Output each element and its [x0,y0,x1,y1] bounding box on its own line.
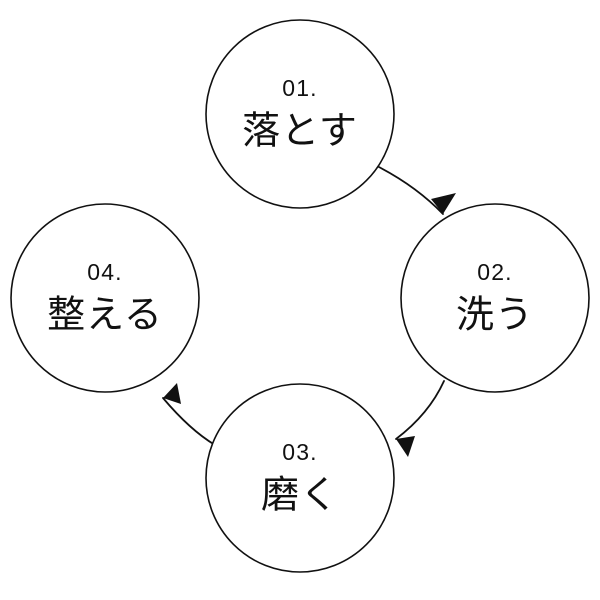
node-number-label: 02. [477,259,513,285]
edge-group [162,165,456,457]
node-title-label: 整える [47,293,163,337]
node-step-01[interactable]: 01. 落とす [205,19,395,209]
node-circle [400,203,590,393]
node-title-label: 落とす [242,109,358,153]
edge-line [376,165,444,215]
node-title-label: 磨く [261,473,339,517]
node-circle [205,383,395,573]
edge-node03-to-node04[interactable] [162,383,216,446]
node-number-label: 03. [282,439,318,465]
arrowhead-icon [431,193,456,214]
node-step-03[interactable]: 03. 磨く [205,383,395,573]
edge-node02-to-node03[interactable] [395,380,445,457]
arrowhead-icon [396,436,415,457]
node-title-label: 洗う [456,293,534,337]
edge-line [395,380,445,440]
node-circle [10,203,200,393]
node-step-02[interactable]: 02. 洗う [400,203,590,393]
arrowhead-icon [163,383,181,404]
node-circle [205,19,395,209]
node-number-label: 04. [87,259,123,285]
edge-node01-to-node02[interactable] [376,165,456,215]
node-group: 01. 落とす 02. 洗う 03. 磨く 04. 整える [10,19,590,573]
node-number-label: 01. [282,75,318,101]
edge-line [162,397,216,446]
node-step-04[interactable]: 04. 整える [10,203,200,393]
